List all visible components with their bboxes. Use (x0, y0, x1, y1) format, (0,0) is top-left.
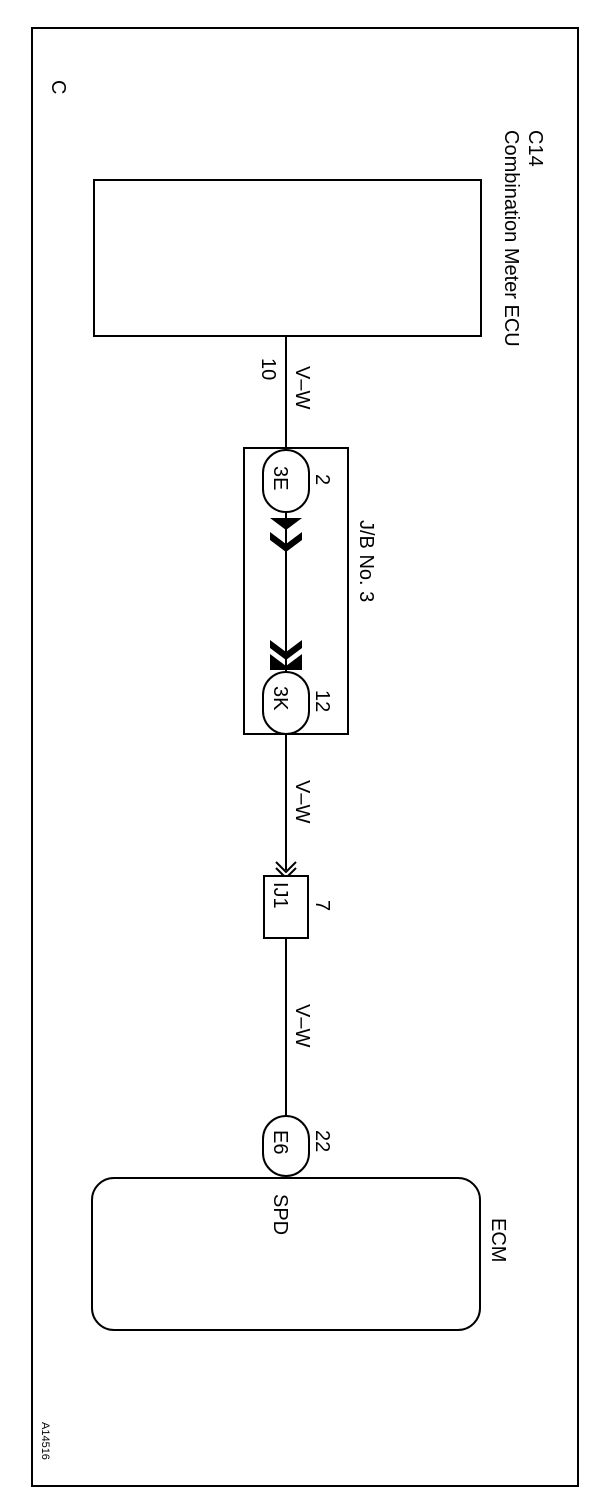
wire-color-label-3: V–W (291, 1004, 313, 1047)
meter-pin-label: 10 (257, 358, 279, 380)
connector-3e-pin: 2 (311, 474, 333, 485)
meter-connector-label: C14 (524, 130, 546, 167)
connector-3e-label: 3E (269, 466, 291, 490)
connector-ij1-label: IJ1 (269, 882, 291, 909)
connector-ij1-pin: 7 (311, 900, 333, 911)
ecm-name-label: ECM (487, 1218, 509, 1262)
wire-color-label-1: V–W (291, 366, 313, 409)
ecm-box (91, 1177, 481, 1331)
ecm-terminal-label: SPD (269, 1194, 291, 1235)
corner-label: C (47, 80, 69, 94)
connector-e6-label: E6 (269, 1130, 291, 1154)
connector-e6 (262, 1115, 310, 1177)
connector-3k-pin: 12 (311, 690, 333, 712)
combination-meter-box (93, 179, 482, 337)
connector-e6-pin: 22 (311, 1130, 333, 1152)
junction-block-label: J/B No. 3 (355, 520, 377, 602)
meter-name-label: Combination Meter ECU (500, 130, 522, 347)
terminal-chevron-left (270, 518, 302, 552)
diagram-frame (31, 27, 579, 1487)
terminal-chevron-right (270, 640, 302, 670)
figure-id-label: A14516 (39, 1422, 51, 1460)
connector-3k-label: 3K (269, 686, 291, 711)
wire-color-label-2: V–W (291, 780, 313, 823)
